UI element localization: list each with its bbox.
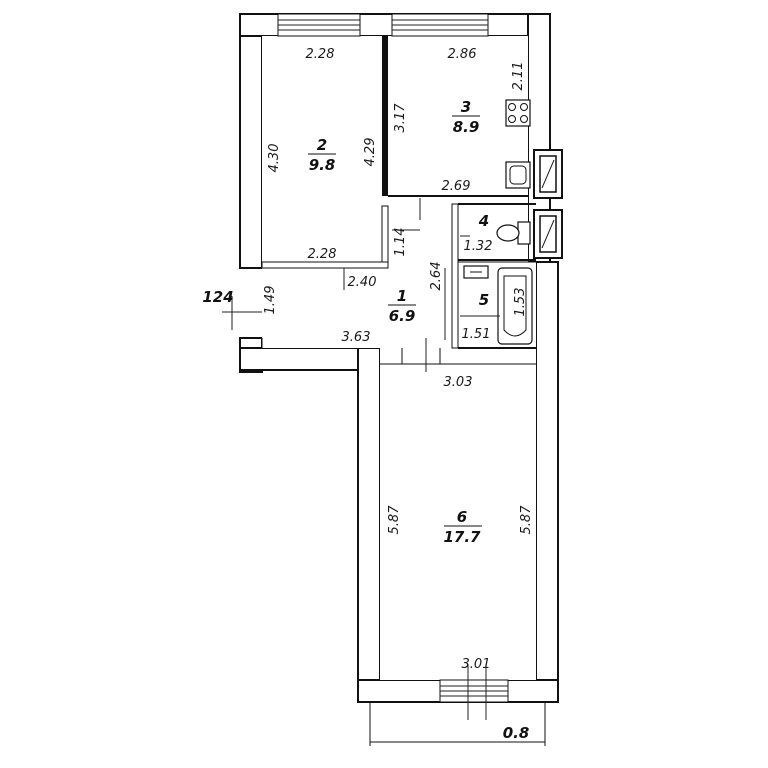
room-area: 8.9: [453, 118, 480, 136]
vent-shaft-lower: [533, 209, 563, 259]
room-area: 9.8: [309, 156, 336, 174]
dim-corridor-left: 1.49: [263, 286, 278, 315]
vent-shaft-upper: [533, 149, 563, 199]
dim-outer-bottom: 0.8: [503, 724, 530, 742]
room-number: 1: [397, 287, 407, 305]
room-number: 2: [317, 136, 327, 154]
dim-r2-left: 4.30: [267, 144, 282, 173]
room-label-6: 6 17.7: [443, 508, 482, 546]
partitions: [261, 36, 536, 365]
dim-r6-bottom: 3.01: [462, 657, 491, 672]
dim-r3-top: 2.86: [448, 47, 477, 62]
dim-r4-width: 1.32: [464, 239, 493, 254]
outer-dimension-bottom: [369, 702, 546, 746]
kitchen-sink-icon: [505, 161, 531, 189]
dim-corridor-b: 1.14: [393, 228, 408, 257]
dim-r2-bottom: 2.28: [308, 247, 337, 262]
room-number: 3: [461, 98, 471, 116]
dim-r6-top: 3.03: [444, 375, 473, 390]
room-area: 6.9: [389, 307, 416, 325]
room-number: 4: [478, 212, 489, 230]
dim-r3-left: 3.17: [393, 103, 408, 133]
dimension-labels: 2.28 4.30 4.29 2.28 2.86 2.11 3.17 2.69 …: [202, 47, 534, 742]
dim-r5-height: 1.53: [513, 288, 528, 317]
dim-corridor-c: 2.64: [429, 262, 444, 291]
dim-corridor-bottom: 3.63: [342, 330, 371, 345]
toilet-icon: [496, 221, 531, 245]
room-label-3: 3 8.9: [452, 98, 480, 136]
dim-r6-right: 5.87: [519, 505, 534, 535]
dim-r6-left: 5.87: [387, 505, 402, 535]
dim-r3-right: 2.11: [511, 62, 526, 91]
bathroom-sink-icon: [463, 265, 489, 279]
room-area: 17.7: [443, 528, 481, 546]
room-number: 5: [479, 291, 489, 309]
dim-r2-top: 2.28: [306, 47, 335, 62]
room-number: 6: [457, 508, 467, 526]
stove-icon: [505, 99, 531, 127]
room-label-1: 1 6.9: [388, 287, 416, 325]
window-bottom: [439, 679, 509, 703]
bathtub-icon: [497, 267, 533, 345]
dimension-ticks: [222, 198, 500, 720]
window-top-right: [391, 13, 489, 37]
dim-corridor-a: 2.40: [348, 275, 377, 290]
dim-outer-left: 124: [202, 288, 233, 306]
dim-r5-width: 1.51: [462, 327, 491, 342]
dim-r2-right: 4.29: [363, 138, 378, 167]
room-label-4: 4: [478, 212, 489, 230]
window-top-left: [277, 13, 361, 37]
dim-r3-bottom: 2.69: [442, 179, 471, 194]
room-label-2: 2 9.8: [308, 136, 336, 174]
room-fills: [262, 36, 536, 680]
room-label-5: 5: [479, 291, 489, 309]
